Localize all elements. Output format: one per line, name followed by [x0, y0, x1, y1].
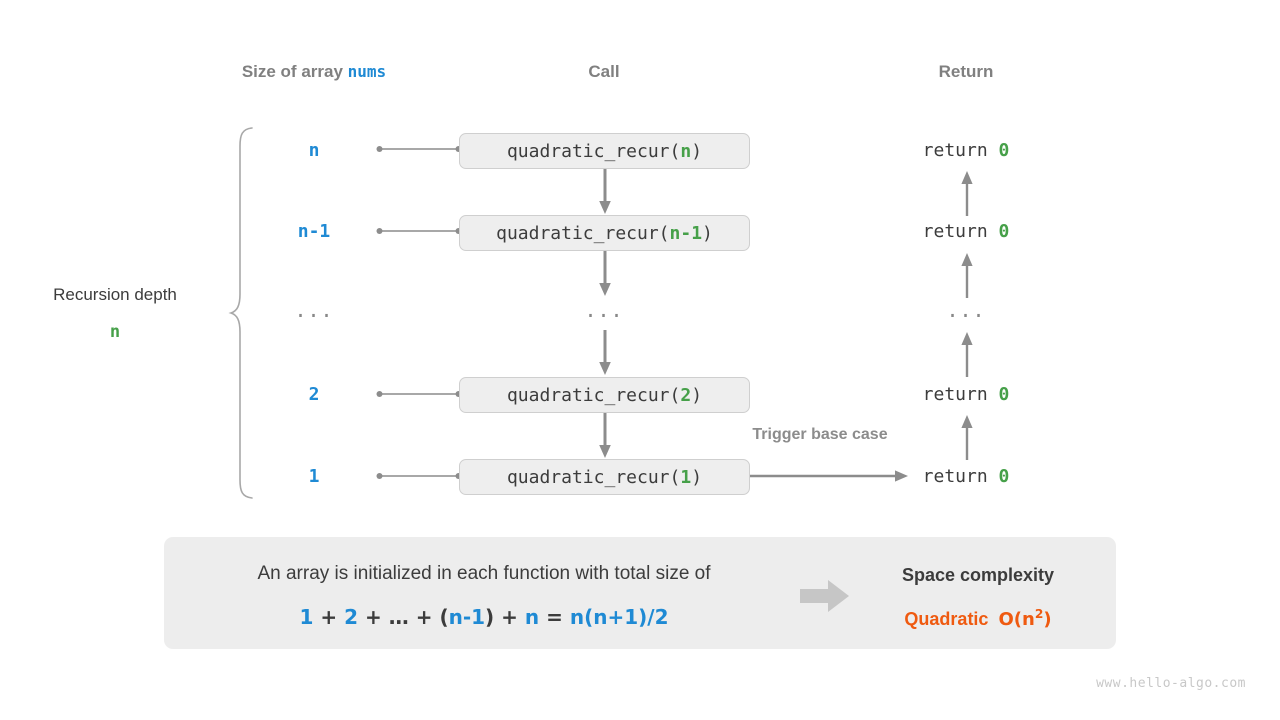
recursion-depth-brace — [228, 126, 256, 500]
call-box-row-4-paren-close: ) — [691, 384, 703, 406]
implies-arrow-icon — [800, 578, 850, 614]
connector-line-row-5 — [374, 470, 464, 482]
watermark: www.hello-algo.com — [1096, 676, 1246, 691]
size-value-row-2: n-1 — [297, 221, 331, 242]
return-label-row-4: return 0 — [866, 384, 1066, 405]
formula-paren-close: ) — [485, 605, 495, 629]
complexity-big-o: O(n2) — [998, 607, 1052, 630]
base-case-arrow — [750, 468, 910, 484]
formula-term-3: … — [388, 605, 409, 629]
call-box-row-1-arg: n — [680, 140, 692, 162]
call-box-row-2[interactable]: quadratic_recur(n-1) — [459, 215, 750, 251]
call-box-row-1-name: quadratic_recur — [506, 140, 670, 162]
summary-text: An array is initialized in each function… — [257, 563, 711, 584]
call-row-3-ellipsis: ... — [584, 298, 624, 322]
space-complexity-value: Quadratic O(n2) — [860, 607, 1096, 630]
complexity-exponent: 2 — [1034, 607, 1044, 621]
formula-op-4: + — [501, 605, 518, 629]
return-keyword-row-2: return — [922, 221, 988, 242]
return-label-row-5: return 0 — [866, 466, 1066, 487]
formula-term-4: n-1 — [448, 605, 486, 629]
return-row-3-ellipsis: ... — [946, 298, 986, 322]
summary-formula: 1 + 2 + … + (n-1) + n = n(n+1)/2 — [184, 605, 784, 629]
return-value-row-4: 0 — [998, 384, 1010, 405]
base-case-annotation: Trigger base case — [752, 426, 888, 443]
return-value-row-2: 0 — [998, 221, 1010, 242]
call-arrow-down-2 — [596, 251, 614, 297]
call-box-row-5-name: quadratic_recur — [506, 466, 670, 488]
return-keyword-row-1: return — [922, 140, 988, 161]
return-arrow-up-4 — [958, 414, 976, 460]
recursion-depth-label: Recursion depth — [53, 285, 177, 304]
column-header-return: Return — [938, 62, 994, 81]
formula-op-2: + — [365, 605, 382, 629]
column-header-size-prefix: Size of array — [241, 62, 348, 81]
call-box-row-5[interactable]: quadratic_recur(1) — [459, 459, 750, 495]
formula-term-1: 1 — [299, 605, 314, 629]
call-box-row-1-paren-close: ) — [691, 140, 703, 162]
return-keyword-row-5: return — [922, 466, 988, 487]
size-value-row-1: n — [308, 140, 320, 161]
formula-equals: = — [546, 605, 563, 629]
recursion-depth-value: n — [109, 322, 121, 342]
call-box-row-2-paren-open: ( — [658, 222, 670, 244]
complexity-word: Quadratic — [904, 609, 989, 629]
formula-term-2: 2 — [344, 605, 359, 629]
complexity-big-o-close: ) — [1043, 609, 1052, 630]
call-box-row-4[interactable]: quadratic_recur(2) — [459, 377, 750, 413]
call-box-row-5-paren-open: ( — [669, 466, 681, 488]
return-value-row-5: 0 — [998, 466, 1010, 487]
connector-line-row-1 — [374, 143, 464, 155]
column-header-size: Size of array nums — [194, 62, 434, 82]
space-complexity-title: Space complexity — [901, 565, 1055, 585]
column-header-size-code: nums — [347, 62, 387, 81]
return-arrow-up-1 — [958, 170, 976, 216]
complexity-big-o-head: O(n — [998, 609, 1035, 630]
call-arrow-down-3 — [596, 330, 614, 376]
size-value-row-4: 2 — [308, 384, 320, 405]
return-keyword-row-4: return — [922, 384, 988, 405]
call-box-row-1[interactable]: quadratic_recur(n) — [459, 133, 750, 169]
formula-term-5: n — [524, 605, 540, 629]
call-box-row-1-paren-open: ( — [669, 140, 681, 162]
return-value-row-1: 0 — [998, 140, 1010, 161]
connector-line-row-4 — [374, 388, 464, 400]
call-box-row-4-paren-open: ( — [669, 384, 681, 406]
call-box-row-2-arg: n-1 — [669, 222, 703, 244]
return-label-row-1: return 0 — [866, 140, 1066, 161]
return-label-row-2: return 0 — [866, 221, 1066, 242]
connector-line-row-2 — [374, 225, 464, 237]
summary-panel — [164, 537, 1116, 649]
return-arrow-up-2 — [958, 252, 976, 298]
formula-op-3: + — [415, 605, 433, 629]
formula-paren-open: ( — [439, 605, 449, 629]
column-header-call: Call — [588, 62, 620, 81]
call-box-row-5-arg: 1 — [680, 466, 692, 488]
formula-result: n(n+1)/2 — [569, 605, 669, 629]
call-arrow-down-1 — [596, 169, 614, 215]
call-box-row-5-paren-close: ) — [691, 466, 703, 488]
size-value-row-3-ellipsis: ... — [294, 298, 334, 322]
formula-op-1: + — [320, 605, 338, 629]
call-box-row-2-name: quadratic_recur — [496, 222, 659, 244]
call-box-row-4-arg: 2 — [680, 384, 692, 406]
call-box-row-4-name: quadratic_recur — [506, 384, 670, 406]
call-arrow-down-4 — [596, 413, 614, 459]
call-box-row-2-paren-close: ) — [702, 222, 713, 244]
return-arrow-up-3 — [958, 331, 976, 377]
size-value-row-5: 1 — [308, 466, 320, 487]
